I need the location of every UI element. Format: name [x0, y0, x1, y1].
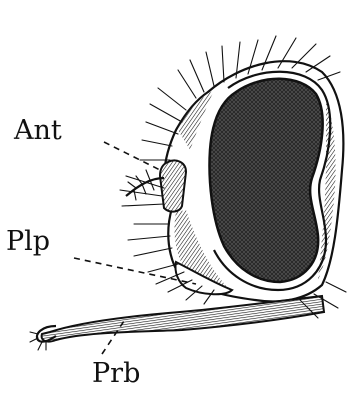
head-hatching — [178, 90, 214, 150]
label-palp: Plp — [6, 226, 50, 257]
compound-eye — [210, 79, 323, 282]
leader-line-antenna — [104, 142, 160, 170]
label-antenna: Ant — [13, 115, 62, 146]
label-proboscis: Prb — [92, 358, 140, 389]
proboscis — [42, 296, 324, 342]
